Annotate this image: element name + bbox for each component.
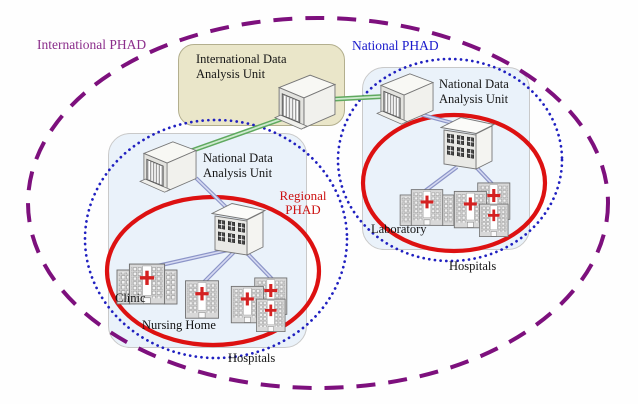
national-unit-right-label-line1: National Data — [439, 77, 509, 91]
laboratory-label: Laboratory — [371, 222, 427, 236]
national-unit-right-label-line2: Analysis Unit — [439, 92, 509, 106]
office-building-icon — [440, 113, 496, 173]
regional-phad-label: Regional PHAD — [276, 189, 330, 217]
national-unit-left-label: National Data Analysis Unit — [203, 151, 273, 181]
national-phad-label: National PHAD — [352, 38, 439, 53]
hospitals-left-label: Hospitals — [228, 351, 276, 365]
local-connection-regional-left-to-clinic — [156, 248, 229, 268]
international-unit-label-line2: Analysis Unit — [196, 67, 266, 81]
national-unit-right-label: National Data Analysis Unit — [439, 77, 509, 107]
international-phad-boundary — [26, 16, 610, 390]
office-building-icon — [211, 199, 267, 259]
regional-phad-label-line2: PHAD — [285, 202, 321, 217]
hospital-cluster-icon — [453, 179, 513, 243]
hospital-building-icon — [185, 280, 219, 319]
local-connection-regional-right-to-hospitals — [474, 165, 496, 188]
regional-phad-label-line1: Regional — [279, 188, 327, 203]
national-phad-boundary-right — [336, 57, 564, 263]
mainframe-server-icon — [376, 73, 434, 125]
hospital-cluster-icon — [230, 274, 290, 338]
national-unit-left-label-line2: Analysis Unit — [203, 166, 273, 180]
mainframe-server-icon — [139, 141, 197, 193]
regional-phad-boundary-right — [360, 112, 548, 254]
hospitals-right-label: Hospitals — [449, 259, 497, 273]
local-connection-regional-right-to-laboratory — [423, 165, 459, 193]
international-phad-label: International PHAD — [37, 37, 147, 52]
international-unit-label-line1: International Data — [196, 52, 287, 66]
international-unit-label: International Data Analysis Unit — [196, 52, 287, 82]
local-connection-regional-left-to-nursing-home — [201, 250, 236, 285]
clinic-label: Clinic — [115, 291, 146, 305]
national-unit-left-label-line1: National Data — [203, 151, 273, 165]
nursing-home-label: Nursing Home — [142, 318, 216, 332]
local-connection-regional-left-to-hospitals — [242, 248, 275, 282]
national-phad-boundary-left — [83, 118, 349, 360]
